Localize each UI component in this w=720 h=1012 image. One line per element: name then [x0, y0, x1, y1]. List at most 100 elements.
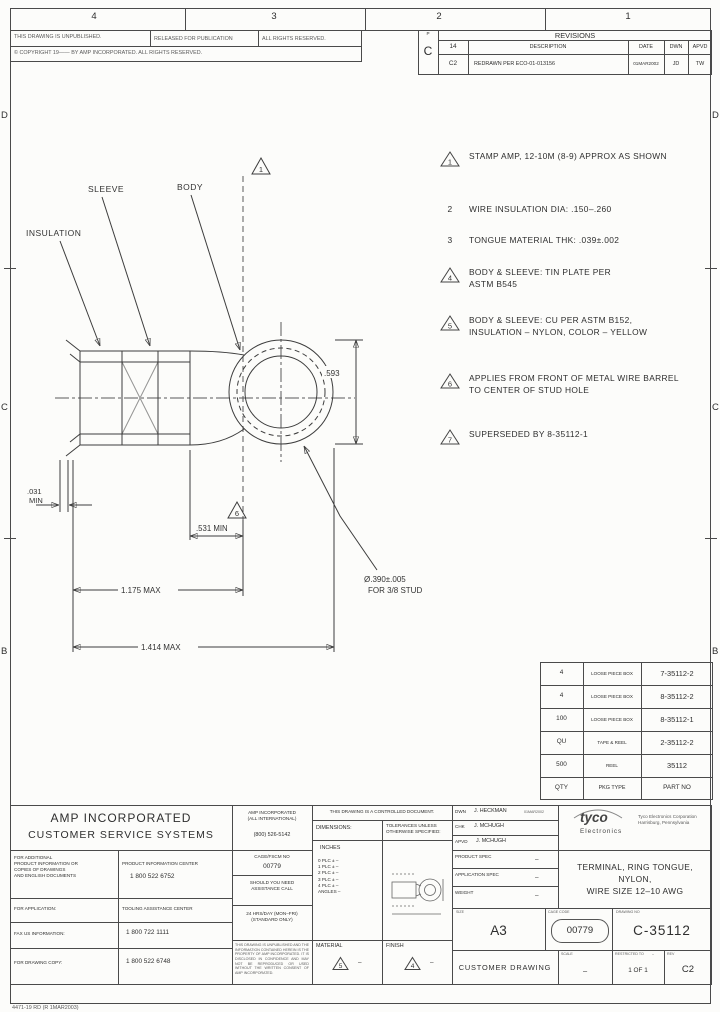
- tb-divider: [452, 886, 559, 887]
- revision-letter: C: [423, 44, 433, 58]
- revisions-divider: [438, 40, 712, 41]
- drawing-copy-label: FOR DRAWING COPY:: [14, 960, 63, 965]
- dimensions-label: DIMENSIONS:: [316, 825, 352, 831]
- terminal-drawing: INSULATION SLEEVE BODY 1 6 .593 .031: [26, 156, 422, 652]
- tb-divider: [452, 820, 559, 821]
- note-flag-icon: 5: [440, 315, 460, 331]
- tb-divider: [452, 805, 453, 985]
- material-flag-icon: 5: [332, 956, 349, 970]
- drawing-flags: 1 6: [227, 156, 271, 519]
- assistance-text: SHOULD YOU NEED ASSISTANCE CALL: [249, 880, 295, 891]
- material-value: –: [358, 959, 362, 966]
- product-spec-value: –: [535, 856, 539, 863]
- table-header-qty: QTY: [554, 784, 569, 792]
- drawing-no-value: C-35112: [633, 922, 691, 938]
- note-text: SUPERSEDED BY 8-35112-1: [469, 429, 588, 439]
- note-text: APPLIES FROM FRONT OF METAL WIRE BARREL …: [469, 373, 679, 396]
- note-text: BODY & SLEEVE: TIN PLATE PER ASTM B545: [469, 267, 611, 290]
- svg-text:6: 6: [448, 380, 452, 389]
- mini-part-icon: [391, 873, 444, 915]
- svg-text:INSULATION: INSULATION: [26, 228, 81, 238]
- note-flag-icon: 4: [440, 267, 460, 283]
- apvd-value: J. MCHUGH: [476, 838, 506, 844]
- revisions-divider: [468, 40, 469, 75]
- product-info-center-phone: 1 800 522 6752: [130, 873, 175, 880]
- unpublished-text: THIS DRAWING IS UNPUBLISHED.: [14, 34, 102, 40]
- svg-text:1.414 MAX: 1.414 MAX: [141, 643, 181, 652]
- controlled-document-header: THIS DRAWING IS A CONTROLLED DOCUMENT.: [329, 809, 435, 814]
- svg-text:7: 7: [448, 436, 452, 445]
- revision-row-description: REDRAWN PER ECO-01-013156: [474, 61, 555, 67]
- table-divider: [540, 754, 713, 755]
- zone-col-2: 2: [436, 11, 442, 22]
- units-label: INCHES: [320, 845, 341, 851]
- tb-divider: [612, 950, 613, 985]
- table-cell-pkg: LOOSE PIECE BOX: [591, 693, 633, 699]
- table-cell-pkg: LOOSE PIECE BOX: [591, 716, 633, 722]
- tb-divider: [118, 850, 119, 985]
- intl-phone: (800) 526-5142: [253, 832, 291, 838]
- released-text: RELEASED FOR PUBLICATION: [154, 36, 233, 42]
- tb-divider: [452, 908, 712, 909]
- revision-row-ltr: C2: [448, 60, 458, 67]
- zone-tick: [545, 8, 546, 30]
- svg-text:5: 5: [339, 963, 343, 970]
- table-cell-qty: 4: [559, 669, 564, 677]
- tyco-address: Tyco Electronics Corporation Harrisburg,…: [638, 814, 697, 825]
- zone-col-3: 3: [271, 11, 277, 22]
- zone-tick: [4, 268, 16, 269]
- table-divider: [540, 685, 713, 686]
- tb-divider: [10, 948, 233, 949]
- zone-tick: [365, 8, 366, 30]
- table-cell-qty: 100: [556, 715, 567, 723]
- zone-tick: [705, 538, 717, 539]
- table-cell-qty: 500: [556, 761, 567, 769]
- drawing-no-label: DRAWING NO: [616, 910, 640, 914]
- tb-divider: [232, 875, 313, 876]
- size-value: A3: [490, 922, 507, 938]
- fax-label: FAX US INFORMATION:: [14, 931, 65, 936]
- zone-col-4: 4: [91, 11, 97, 22]
- table-cell-pkg: REEL: [605, 762, 618, 768]
- copyright-divider: [10, 46, 362, 47]
- form-number: 4471-19 RD (R 1MAR2003): [12, 1005, 79, 1011]
- svg-text:BODY: BODY: [177, 182, 203, 192]
- revision-row-date: 01MAR2002: [633, 61, 659, 66]
- tb-divider: [232, 850, 313, 851]
- table-cell-part: 7-35112-2: [660, 668, 694, 678]
- svg-text:5: 5: [448, 322, 452, 331]
- table-header-part: PART NO: [663, 784, 691, 792]
- svg-text:MIN: MIN: [29, 496, 43, 505]
- revision-number: 14: [449, 43, 457, 50]
- note-7: 7 SUPERSEDED BY 8-35112-1: [440, 428, 588, 445]
- application-label: FOR APPLICATION:: [14, 906, 57, 911]
- centerlines: [55, 176, 355, 520]
- rev-label: REV: [667, 952, 675, 956]
- legal-notice: THIS DRAWING IS UNPUBLISHED AND THE INFO…: [235, 943, 309, 976]
- intl-company: AMP INCORPORATED (ALL INTERNATIONAL): [247, 810, 297, 821]
- revisions-col-apvd: APVD: [692, 44, 708, 50]
- table-cell-part: 8-35112-2: [660, 691, 694, 701]
- sheet-frame: [10, 8, 711, 1004]
- table-divider: [540, 708, 713, 709]
- rev-value: C2: [681, 964, 695, 976]
- svg-text:6: 6: [235, 509, 239, 518]
- title-block: [10, 805, 712, 985]
- drawing-copy-value: 1 800 522 6748: [126, 958, 171, 965]
- tb-divider: [558, 950, 559, 985]
- tb-divider: [452, 868, 559, 869]
- tb-divider: [612, 908, 613, 950]
- svg-text:.031: .031: [27, 487, 42, 496]
- note-5: 5 BODY & SLEEVE: CU PER ASTM B152, INSUL…: [440, 314, 647, 338]
- hours-text: 24 HRS/DAY (MON–FRI) (STANDARD ONLY): [246, 911, 298, 922]
- sheet-value: 1 OF 1: [628, 966, 648, 974]
- zone-row-b-left: B: [1, 646, 8, 657]
- revisions-col-date: DATE: [639, 44, 653, 50]
- application-spec-value: –: [535, 874, 539, 881]
- table-cell-part: 2-35112-2: [660, 737, 694, 747]
- chk-label: CHK: [455, 824, 465, 829]
- revisions-divider: [438, 54, 712, 55]
- cage-code-value: 00779: [551, 919, 609, 943]
- callout-labels: INSULATION SLEEVE BODY: [26, 182, 240, 350]
- svg-text:1: 1: [448, 158, 452, 167]
